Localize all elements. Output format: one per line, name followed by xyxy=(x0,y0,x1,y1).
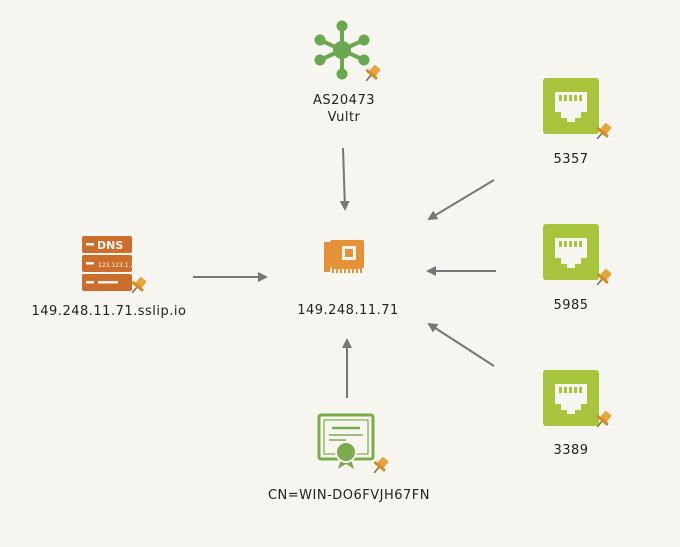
asn-node[interactable] xyxy=(306,18,382,128)
dns-label: 149.248.11.71.sslip.io xyxy=(31,304,187,319)
pin-icon[interactable] xyxy=(593,268,613,288)
pin-icon[interactable] xyxy=(128,276,148,296)
pin-icon[interactable] xyxy=(593,410,613,430)
certificate-icon xyxy=(317,413,375,469)
port-node-5357[interactable] xyxy=(543,78,619,144)
port-label-3389: 3389 xyxy=(553,443,589,458)
ip-label: 149.248.11.71 xyxy=(297,303,399,318)
network-hub-icon xyxy=(314,20,370,80)
cert-label: CN=WIN-DO6FVJH67FN xyxy=(267,488,431,503)
edge-port-5357-to-ip[interactable] xyxy=(427,179,495,221)
port-label-5357: 5357 xyxy=(553,152,589,167)
ethernet-port-icon xyxy=(543,370,599,426)
pin-icon[interactable] xyxy=(370,456,390,476)
dns-node[interactable]: DNS 123.123.1.2 xyxy=(78,232,150,300)
ip-node[interactable] xyxy=(320,236,370,280)
dns-icon-subtext: 123.123.1.2 xyxy=(98,262,134,269)
asn-label-number: AS20473 xyxy=(313,93,375,108)
port-node-3389[interactable] xyxy=(543,370,619,436)
port-node-5985[interactable] xyxy=(543,224,619,290)
ethernet-port-icon xyxy=(543,224,599,280)
dns-icon-text: DNS xyxy=(97,239,123,252)
pin-icon[interactable] xyxy=(593,122,613,142)
dns-server-icon: DNS 123.123.1.2 xyxy=(82,236,134,291)
pin-icon[interactable] xyxy=(362,64,382,84)
network-card-icon xyxy=(324,240,364,273)
edge-asn-to-ip[interactable] xyxy=(339,147,350,211)
cert-node[interactable] xyxy=(316,412,392,476)
edge-port-3389-to-ip[interactable] xyxy=(427,322,495,367)
ethernet-port-icon xyxy=(543,78,599,134)
port-label-5985: 5985 xyxy=(553,298,589,313)
asn-label-name: Vultr xyxy=(327,110,361,125)
